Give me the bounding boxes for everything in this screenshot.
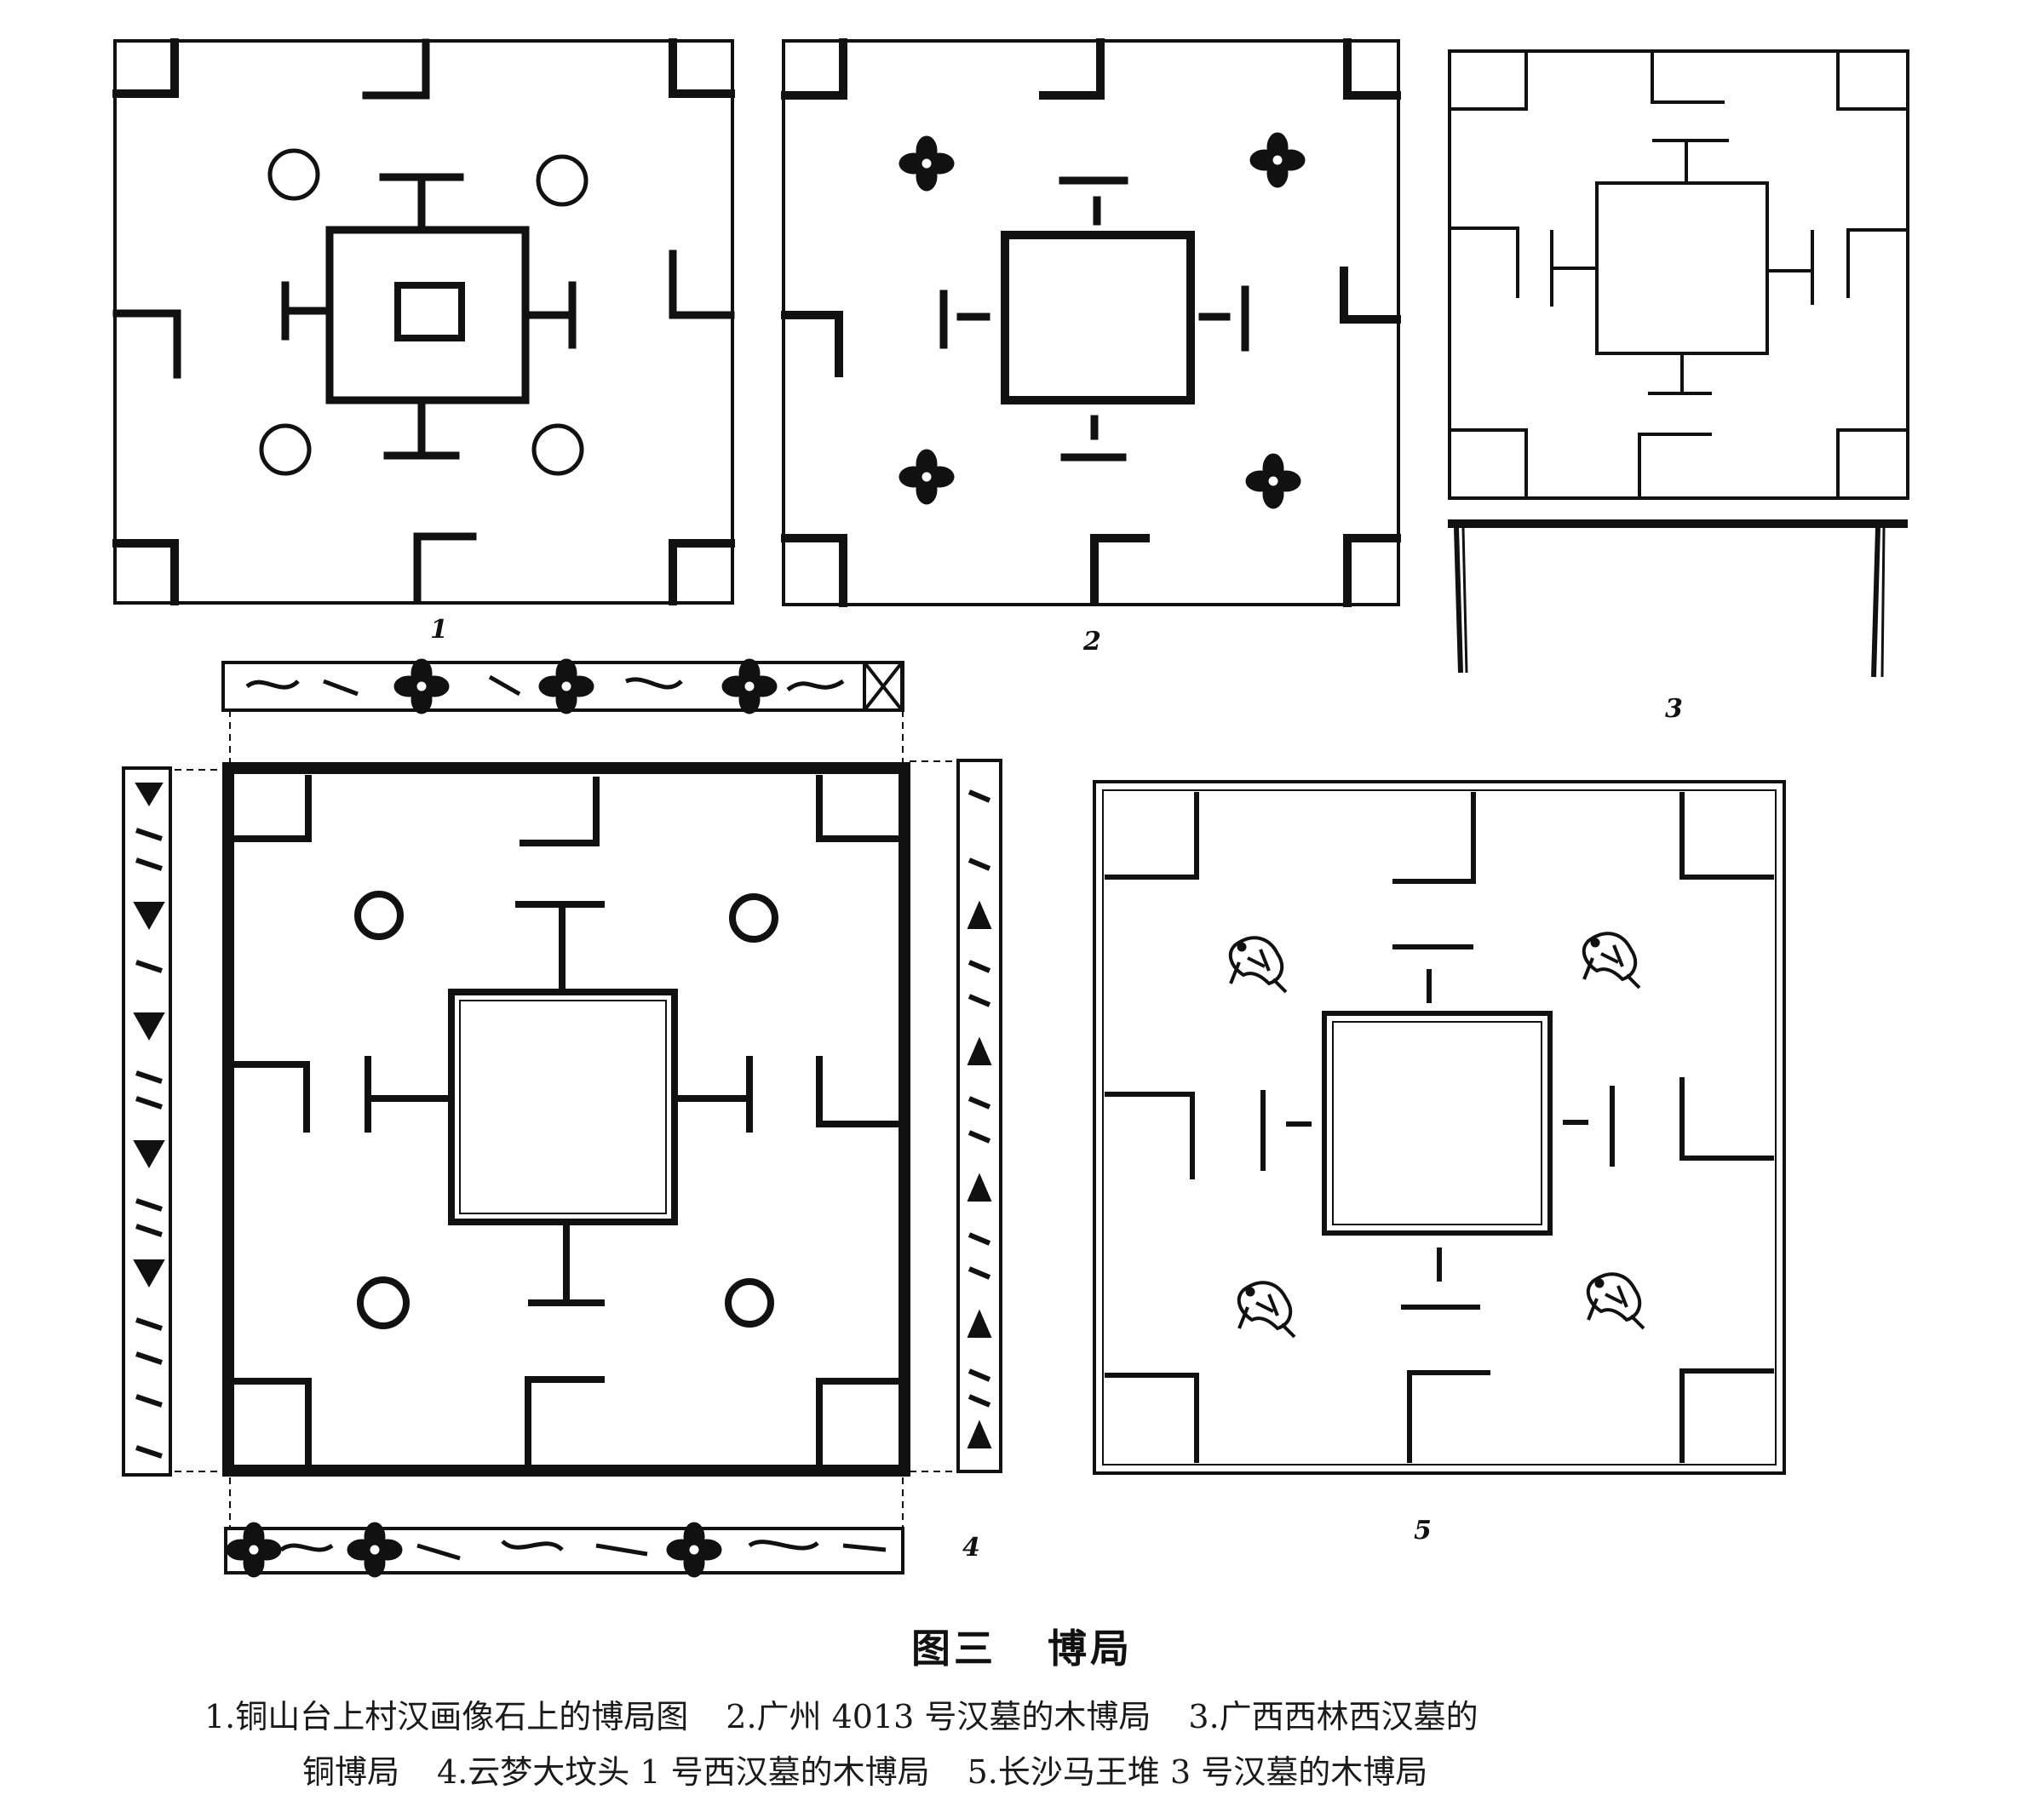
board-1-circles: [259, 148, 589, 476]
board-3-center-square: [1595, 181, 1769, 355]
board-5: [1093, 780, 1786, 1475]
board-2-center-square: [1001, 231, 1195, 404]
caption-1: 1.铜山台上村汉画像石上的博局图: [204, 1698, 689, 1735]
caption-4: 4.云梦大坟头 1 号西汉墓的木博局: [437, 1753, 930, 1791]
board-5-center-square: [1322, 1011, 1553, 1236]
board-4-top-strip: [221, 658, 904, 714]
panel-number-1: 1: [430, 615, 448, 645]
figure-subtitle: 博局: [1048, 1626, 1133, 1672]
board-4-t-bars: [365, 901, 753, 1306]
board-4-center-square: [448, 989, 678, 1225]
panel-number-3: 3: [1665, 694, 1683, 724]
caption-line-2: 铜博局 4.云梦大坟头 1 号西汉墓的木博局 5.长沙马王堆 3 号汉墓的木博局: [302, 1746, 1465, 1792]
caption-5: 5.长沙马王堆 3 号汉墓的木博局: [967, 1753, 1428, 1791]
board-2: [781, 38, 1401, 607]
caption-line-1: 1.铜山台上村汉画像石上的博局图 2.广州 4013 号汉墓的木博局 3.广西西林西…: [204, 1690, 1478, 1737]
board-1-edge-marks: [112, 38, 735, 605]
figure-number: 图三: [911, 1626, 996, 1672]
panel-number-2: 2: [1083, 627, 1101, 657]
caption-2: 2.广州 4013 号汉墓的木博局: [726, 1698, 1151, 1735]
board-3: [1448, 49, 1909, 678]
caption-3-part-2: 铜博局: [302, 1753, 400, 1791]
board-4-left-strip: [122, 766, 172, 1477]
figure-title: 图三 博局: [0, 1618, 2044, 1674]
panel-number-5: 5: [1414, 1516, 1432, 1546]
board-4-corners: [234, 775, 899, 1465]
board-4-right-strip: [956, 759, 1002, 1473]
board-1-corners: [112, 38, 735, 605]
board-3-stand: [1448, 519, 1908, 678]
board-1: [112, 38, 735, 605]
board-1-inner-square: [394, 282, 465, 341]
panel-number-4: 4: [962, 1533, 980, 1563]
board-4-circles: [354, 891, 778, 1329]
board-1-center-square: [325, 226, 530, 404]
board-4-bottom-strip: [224, 1522, 904, 1578]
board-1-t-bars: [281, 173, 577, 460]
board-4: [122, 658, 1002, 1578]
caption-3-part-1: 3.广西西林西汉墓的: [1188, 1698, 1478, 1735]
